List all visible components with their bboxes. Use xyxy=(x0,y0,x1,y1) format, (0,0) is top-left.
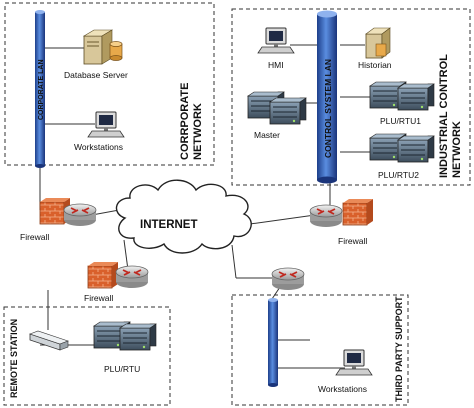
router-icon xyxy=(271,267,305,291)
title-line: NETWORK xyxy=(192,103,204,160)
firewall-icn-label: Firewall xyxy=(338,236,367,246)
rack-server-icon xyxy=(119,323,157,351)
workstations-corp-label: Workstations xyxy=(74,142,123,152)
industrial-network-title: INDUSTRIAL CONTROLNETWORK xyxy=(438,54,463,178)
database-server-label: Database Server xyxy=(64,70,128,80)
workstation-icon xyxy=(335,349,373,376)
third-party-bus xyxy=(268,298,278,387)
firewall-icon xyxy=(342,198,374,226)
corporate-lan-label: CORPORATE LAN xyxy=(38,59,45,120)
corporate-lan-bus: CORPORATE LAN xyxy=(35,10,45,168)
database-icon xyxy=(109,41,123,61)
server-icon xyxy=(365,27,391,59)
plu-rtu1-label: PLU/RTU1 xyxy=(380,116,421,126)
workstations-third-label: Workstations xyxy=(318,384,367,394)
hub-icon xyxy=(29,330,69,351)
plu-rtu2-label: PLU/RTU2 xyxy=(378,170,419,180)
control-system-lan-bus: CONTROL SYSTEM LAN xyxy=(317,10,337,184)
plu-rtu-remote-label: PLU/RTU xyxy=(104,364,140,374)
internet-label: INTERNET xyxy=(140,219,198,231)
industrial-network-box xyxy=(231,8,471,186)
title-line: CORRPORATE xyxy=(179,83,191,160)
rack-server-icon xyxy=(269,97,307,125)
hmi-label: HMI xyxy=(268,60,284,70)
corporate-network-box xyxy=(4,2,215,166)
workstation-icon xyxy=(257,27,295,54)
router-icon xyxy=(115,265,149,289)
server-icon xyxy=(82,29,114,65)
firewall-remote-label: Firewall xyxy=(84,293,113,303)
internet-cloud: INTERNET xyxy=(115,179,252,254)
router-icon xyxy=(63,203,97,227)
rack-server-icon xyxy=(397,135,435,163)
firewall-corp-label: Firewall xyxy=(20,232,49,242)
corporate-network-title: CORRPORATENETWORK xyxy=(179,83,204,160)
remote-station-box xyxy=(3,306,171,406)
rack-server-icon xyxy=(397,83,435,111)
third-party-box xyxy=(231,294,409,406)
historian-label: Historian xyxy=(358,60,392,70)
master-label: Master xyxy=(254,130,280,140)
control-system-lan-label: CONTROL SYSTEM LAN xyxy=(323,59,333,158)
title-line: INDUSTRIAL CONTROL xyxy=(438,54,450,178)
firewall-icon xyxy=(87,261,119,289)
title-line: NETWORK xyxy=(451,121,463,178)
router-icon xyxy=(309,204,343,228)
remote-station-title: REMOTE STATION xyxy=(9,319,19,398)
third-party-title: THIRD PARTY SUPPORT xyxy=(394,296,404,402)
